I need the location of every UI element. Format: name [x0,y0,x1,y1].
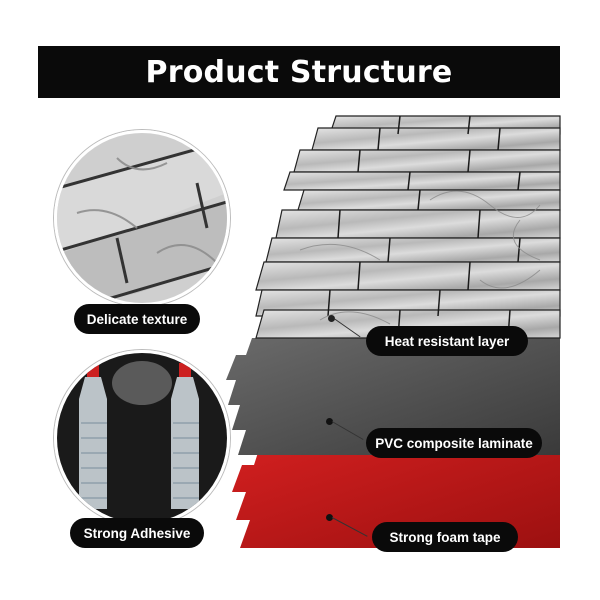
heat-layer-marker [328,315,335,322]
pvc-laminate-layer [226,338,560,455]
delicate-texture-label: Delicate texture [74,304,200,334]
heat-resistant-text: Heat resistant layer [384,333,510,349]
foam-layer-marker [326,514,333,521]
water-bottle-icon [171,363,199,509]
pvc-layer-marker [326,418,333,425]
foam-tape-text: Strong foam tape [389,529,501,545]
pvc-laminate-label: PVC composite laminate [366,428,542,458]
texture-zoom-circle [54,130,230,306]
water-bottle-icon [79,363,107,509]
marble-tile-layer [255,115,561,339]
pvc-laminate-text: PVC composite laminate [375,435,533,451]
delicate-texture-text: Delicate texture [86,311,188,327]
heat-resistant-label: Heat resistant layer [366,326,528,356]
foam-tape-label: Strong foam tape [372,522,518,552]
page-title: Product Structure [145,54,453,90]
strong-adhesive-label: Strong Adhesive [70,518,204,548]
strong-adhesive-text: Strong Adhesive [83,525,191,541]
adhesive-zoom-circle [54,350,230,526]
title-banner: Product Structure [38,46,560,98]
